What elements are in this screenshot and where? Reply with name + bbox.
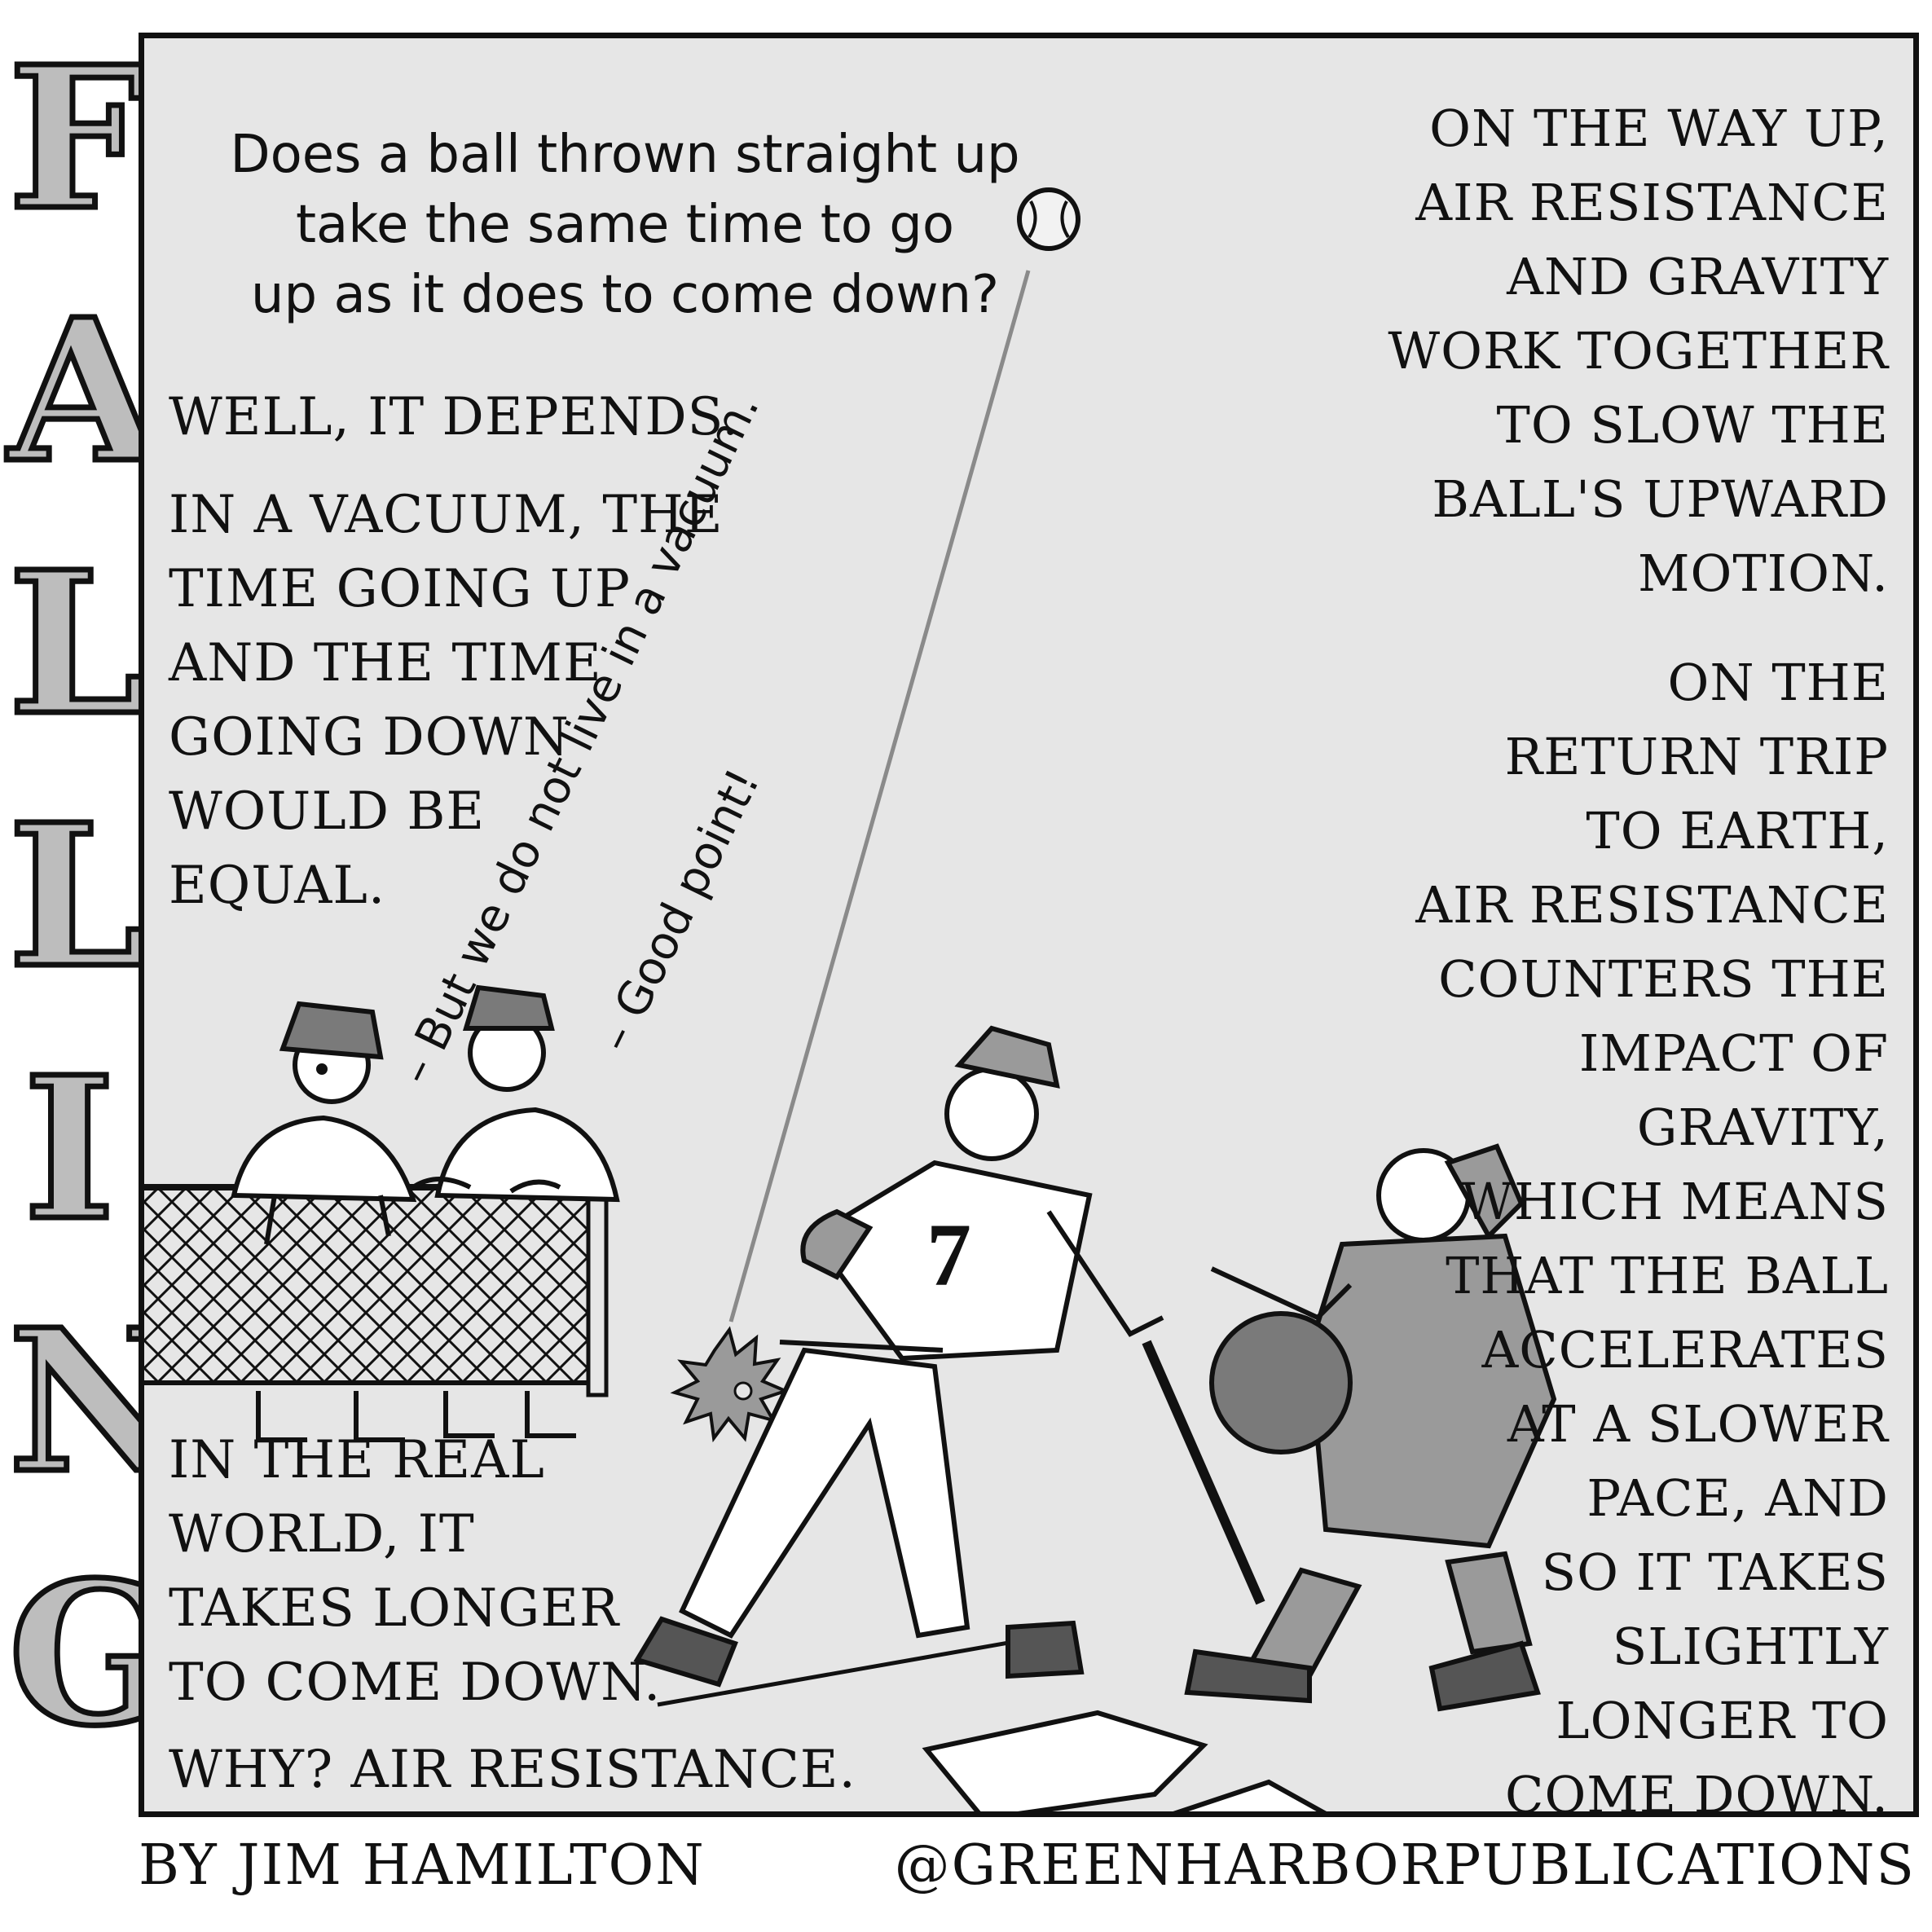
return-trip-line: PACE, AND [1587, 1468, 1889, 1528]
spectator-right [411, 984, 620, 1438]
publisher-handle: @GREENHARBORPUBLICATIONS [894, 1833, 1916, 1898]
question-line: Does a ball thrown straight up [230, 125, 1020, 185]
real-world-line: WORLD, IT [169, 1504, 475, 1565]
return-trip-line: SO IT TAKES [1541, 1543, 1889, 1602]
title-letter: F [6, 24, 150, 253]
return-trip-explanation: ON THE RETURN TRIP TO EARTH, AIR RESISTA… [1318, 645, 1889, 1817]
return-trip-line: AIR RESISTANCE [1415, 875, 1889, 935]
comic-panel: 7 Does a ball thrown straight up take th… [139, 33, 1919, 1817]
return-trip-line: IMPACT OF [1578, 1023, 1889, 1083]
real-world-explanation: IN THE REAL WORLD, IT TAKES LONGER TO CO… [169, 1424, 902, 1720]
way-up-line: ON THE WAY UP, [1429, 99, 1889, 158]
vacuum-line: EQUAL. [169, 856, 386, 916]
way-up-line: AND GRAVITY [1507, 247, 1889, 306]
title-letter: A [6, 276, 163, 506]
answer-intro-line: WELL, IT DEPENDS. [169, 387, 740, 447]
title-letter: N [6, 1287, 190, 1516]
return-trip-line: ACCELERATES [1481, 1320, 1889, 1380]
return-trip-line: COUNTERS THE [1438, 949, 1889, 1009]
ball-trajectory [728, 270, 1031, 1322]
question-line: up as it does to come down? [250, 265, 1000, 325]
jersey-number: 7 [926, 1205, 971, 1305]
return-trip-line: GRAVITY, [1636, 1098, 1889, 1157]
vacuum-line: GOING DOWN [169, 707, 570, 768]
catcher [1184, 1143, 1557, 1712]
way-up-line: BALL'S UPWARD [1432, 469, 1889, 529]
title-letter: L [6, 529, 149, 759]
real-world-line: TAKES LONGER [169, 1578, 620, 1639]
return-trip-line: THAT THE BALL [1446, 1246, 1889, 1305]
question-text: Does a ball thrown straight up take the … [177, 120, 1073, 330]
baseball-icon [1017, 187, 1080, 251]
baseball-illustration: 7 [144, 187, 1557, 1811]
batter [633, 1025, 1265, 1688]
title-letter: I [20, 1034, 117, 1264]
way-up-line: TO SLOW THE [1496, 395, 1889, 455]
return-trip-line: LONGER TO [1556, 1691, 1889, 1750]
home-plate [657, 1629, 1327, 1811]
answer-intro: WELL, IT DEPENDS. [169, 381, 902, 455]
title-letter: L [6, 781, 149, 1011]
real-world-line: IN THE REAL [169, 1430, 545, 1490]
return-trip-line: TO EARTH, [1586, 801, 1889, 860]
way-up-explanation: ON THE WAY UP, AIR RESISTANCE AND GRAVIT… [1318, 91, 1889, 610]
return-trip-line: WHICH MEANS [1461, 1172, 1889, 1231]
vacuum-line: IN A VACUUM, THE [169, 485, 724, 545]
return-trip-line: COME DOWN. [1505, 1765, 1889, 1817]
vacuum-line: WOULD BE [169, 781, 486, 842]
question-line: take the same time to go [295, 195, 955, 255]
return-trip-line: RETURN TRIP [1504, 727, 1889, 786]
impact-burst-icon [670, 1326, 790, 1443]
return-trip-line: SLIGHTLY [1612, 1617, 1889, 1676]
vacuum-line: AND THE TIME [169, 633, 602, 693]
vacuum-line: TIME GOING UP [169, 559, 631, 619]
chain-link-fence [144, 1164, 609, 1397]
return-trip-line: AT A SLOWER [1507, 1394, 1889, 1454]
author-byline: BY JIM HAMILTON [139, 1833, 706, 1898]
spectator-left [231, 1001, 417, 1442]
vertical-title: F A L L I N G [6, 24, 190, 1825]
return-trip-line: ON THE [1667, 653, 1889, 712]
why-text: WHY? AIR RESISTANCE. [169, 1733, 902, 1807]
real-world-line: TO COME DOWN. [169, 1653, 662, 1713]
way-up-line: MOTION. [1638, 544, 1889, 603]
way-up-line: AIR RESISTANCE [1415, 173, 1889, 232]
why-line: WHY? AIR RESISTANCE. [169, 1740, 856, 1800]
title-letter: G [6, 1539, 178, 1769]
way-up-line: WORK TOGETHER [1388, 321, 1889, 381]
vacuum-explanation: IN A VACUUM, THE TIME GOING UP AND THE T… [169, 478, 902, 923]
